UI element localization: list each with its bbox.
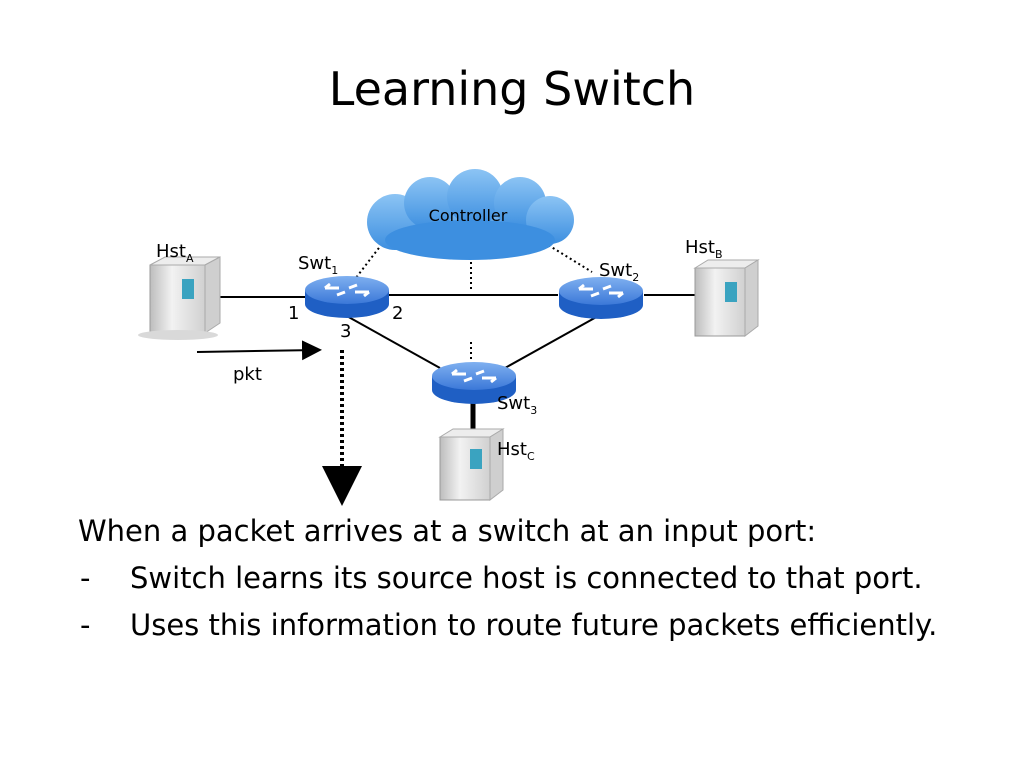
slide-title: Learning Switch [328,62,696,116]
link-swt2-swt3 [504,314,601,369]
port-3-label: 3 [340,321,351,342]
control-link-swt1 [351,239,386,284]
body-text: When a packet arrives at a switch at an … [78,508,978,649]
host-b-server-icon [693,259,760,338]
host-b-label: HstB [685,237,723,261]
switch-1-label: Swt1 [298,253,338,277]
intro-text: When a packet arrives at a switch at an … [78,514,817,548]
bullet-item: - Switch learns its source host is conne… [78,555,978,602]
bullet-item: - Uses this information to route future … [78,602,978,649]
packet-label: pkt [233,364,262,385]
controller-cloud-icon: Controller [367,169,574,260]
switch-1-icon [305,276,389,318]
packet-arrow [196,340,322,361]
port-1-label: 1 [288,303,299,324]
host-a-label: HstA [156,241,194,265]
bullet-dash: - [80,561,91,595]
switch-2-icon [559,277,643,319]
link-swt1-swt3 [344,314,441,369]
host-c-server-icon [438,428,505,502]
bullet-dash: - [80,608,91,642]
controller-label: Controller [429,206,508,225]
host-c-label: HstC [497,439,535,463]
bullet-text: Uses this information to route future pa… [130,608,938,642]
switch-2-label: Swt2 [599,260,639,284]
port-2-label: 2 [392,303,403,324]
bullet-text: Switch learns its source host is connect… [130,561,923,595]
switch-3-label: Swt3 [497,393,537,417]
switch-3-icon [432,362,516,404]
host-a-server-icon [138,256,221,340]
